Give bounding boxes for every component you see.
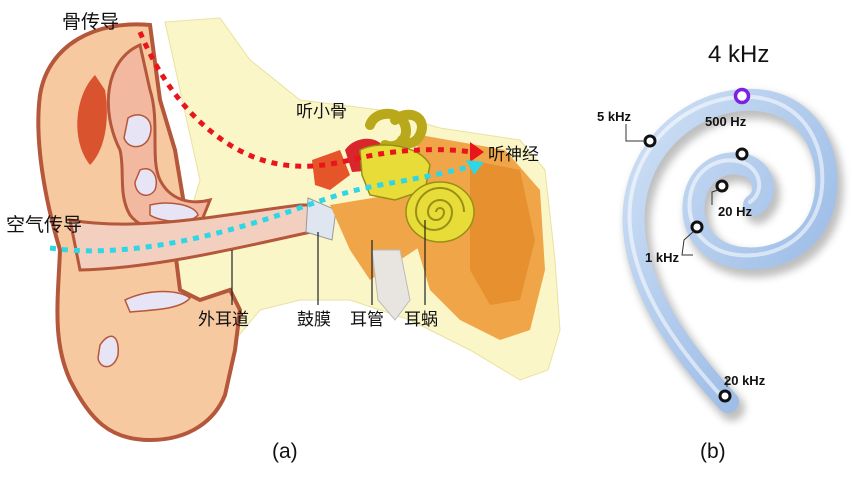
cartilage-4 bbox=[124, 290, 192, 313]
air-conduction-arrowhead bbox=[466, 160, 484, 175]
spiral-body bbox=[622, 88, 838, 413]
marker-20khz bbox=[718, 389, 732, 403]
cochlea-assembly bbox=[359, 108, 475, 243]
cartilage-1 bbox=[123, 114, 152, 148]
concha-shadow bbox=[77, 75, 107, 165]
label-ossicles: 听小骨 bbox=[296, 102, 347, 122]
marker-20hz bbox=[715, 179, 729, 193]
label-20khz: 20 kHz bbox=[724, 373, 766, 388]
label-air-conduction: 空气传导 bbox=[6, 214, 82, 236]
label-eardrum: 鼓膜 bbox=[297, 310, 331, 330]
leader-1khz bbox=[681, 231, 694, 256]
caption-a: (a) bbox=[272, 440, 298, 463]
eustachian-tube bbox=[371, 249, 411, 321]
spiral-highlight bbox=[627, 94, 825, 401]
marker-4khz bbox=[733, 87, 751, 105]
ear-anatomy-illustration bbox=[36, 17, 561, 443]
eardrum bbox=[305, 197, 337, 241]
caption-b: (b) bbox=[700, 440, 726, 463]
temporal-bone bbox=[470, 160, 535, 305]
leader-5khz bbox=[625, 124, 645, 142]
label-ear-tube: 耳管 bbox=[350, 310, 384, 330]
label-cochlea: 耳蜗 bbox=[404, 310, 438, 330]
air-conduction-path bbox=[49, 163, 473, 254]
cartilage-2 bbox=[134, 168, 157, 197]
cartilage-3 bbox=[149, 202, 199, 223]
label-1khz: 1 kHz bbox=[645, 250, 679, 265]
leader-20hz bbox=[711, 189, 719, 205]
middle-ear-cavity bbox=[330, 190, 430, 280]
label-5khz: 5 kHz bbox=[597, 109, 631, 124]
cochlea-spiral bbox=[414, 187, 465, 231]
bone-conduction-path bbox=[137, 31, 473, 169]
label-auditory-nerve: 听神经 bbox=[488, 145, 539, 165]
marker-500hz bbox=[735, 147, 749, 161]
bone-conduction-arrowhead bbox=[470, 142, 484, 162]
label-bone-conduction: 骨传导 bbox=[62, 11, 119, 33]
label-500hz: 500 Hz bbox=[705, 114, 747, 129]
marker-5khz bbox=[643, 134, 657, 148]
ossicle-malleus bbox=[312, 150, 350, 190]
label-4khz: 4 kHz bbox=[708, 41, 769, 68]
cochlea-tonotopic-spiral bbox=[622, 87, 844, 421]
cartilage-5 bbox=[97, 335, 119, 368]
label-ear-canal: 外耳道 bbox=[198, 310, 249, 330]
label-20hz: 20 Hz bbox=[718, 204, 752, 219]
marker-1khz bbox=[690, 220, 704, 234]
